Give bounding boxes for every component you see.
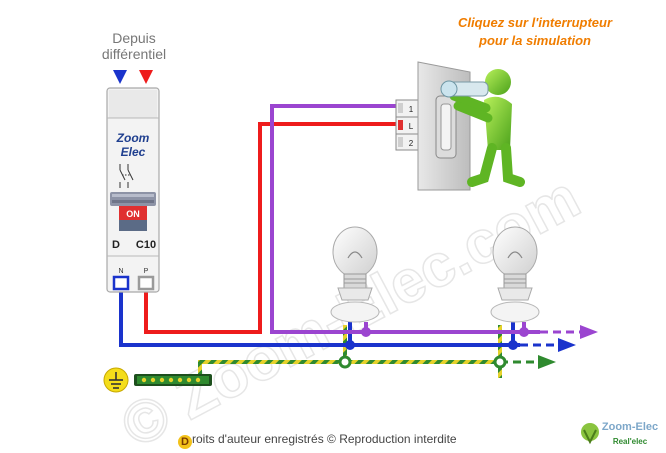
copyright-initial: D <box>178 435 192 449</box>
earth-icon <box>103 367 129 393</box>
junction-points <box>338 327 529 369</box>
circuit-breaker: Zoom Elec ON D C10 N P <box>106 87 160 293</box>
terminal-neutral-label: N <box>118 268 123 275</box>
logo-line1: Zoom-Elec <box>602 421 658 433</box>
phase-input-arrow-icon <box>139 70 153 84</box>
breaker-curve-type: D <box>112 239 120 251</box>
terminal-phase-label: P <box>144 268 149 275</box>
breaker-state: ON <box>126 209 140 219</box>
light-switch[interactable]: 1 L 2 <box>395 61 471 191</box>
zoom-elec-logo: Zoom-Elec Real'elec <box>581 421 658 446</box>
copyright-text: roits d'auteur enregistrés © Reproductio… <box>192 432 457 446</box>
earth-terminal-bar <box>134 374 212 386</box>
phase-conductor <box>144 122 400 334</box>
switch-terminal-l: L <box>409 122 414 131</box>
logo-line2: Real'elec <box>613 437 648 446</box>
breaker-symbol-icon <box>119 164 134 188</box>
simulation-instruction[interactable]: Cliquez sur l'interrupteur pour la simul… <box>425 14 645 50</box>
breaker-rating: C10 <box>136 239 156 251</box>
breaker-brand-line1: Zoom <box>116 131 150 145</box>
switch-terminal-1: 1 <box>409 105 414 114</box>
neutral-input-arrow-icon <box>113 70 127 84</box>
character-figure <box>440 69 525 187</box>
instruction-line2: pour la simulation <box>479 33 591 48</box>
source-label: Depuis différentiel <box>88 30 180 62</box>
instruction-line1: Cliquez sur l'interrupteur <box>457 15 613 30</box>
lamp-2 <box>490 226 540 323</box>
source-label-line2: différentiel <box>101 46 167 62</box>
breaker-brand-line2: Elec <box>121 145 146 159</box>
switch-terminal-2: 2 <box>409 139 414 148</box>
lamp-1 <box>330 226 380 323</box>
source-label-line1: Depuis <box>112 30 156 46</box>
